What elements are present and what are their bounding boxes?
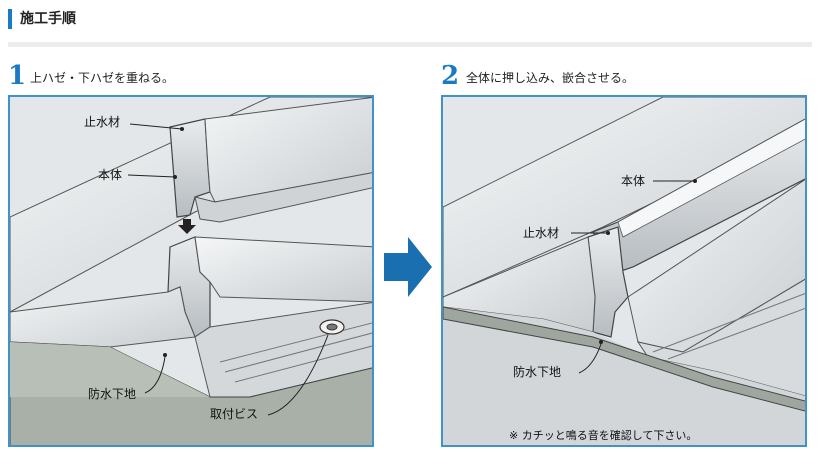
label-body: 本体 [98,168,123,182]
step-1-text: 上ハゼ・下ハゼを重ねる。 [30,71,175,85]
step-1-illustration: 止水材 本体 防水下地 取付ビス [8,95,374,447]
label-body: 本体 [621,174,646,188]
step-2-illustration: 本体 止水材 防水下地 ※ カチッと鳴る音を確認して下さい。 [441,95,807,447]
page-title: 施工手順 [20,11,76,27]
label-stop-water: 止水材 [84,115,121,129]
label-underlay: 防水下地 [513,365,562,379]
label-screw: 取付ビス [210,407,259,421]
header-divider [8,42,812,47]
step-2-number: 2 [441,61,460,91]
next-step-arrow-icon [384,237,432,297]
label-underlay: 防水下地 [88,387,137,401]
step-1-drawing [10,97,372,445]
step-1-number: 1 [8,61,27,91]
click-sound-note: ※ カチッと鳴る音を確認して下さい。 [509,429,698,442]
step-2-drawing [443,97,805,445]
header-accent-bar [8,9,12,29]
step-2-text: 全体に押し込み、嵌合させる。 [466,71,635,85]
label-stop-water: 止水材 [523,226,560,240]
